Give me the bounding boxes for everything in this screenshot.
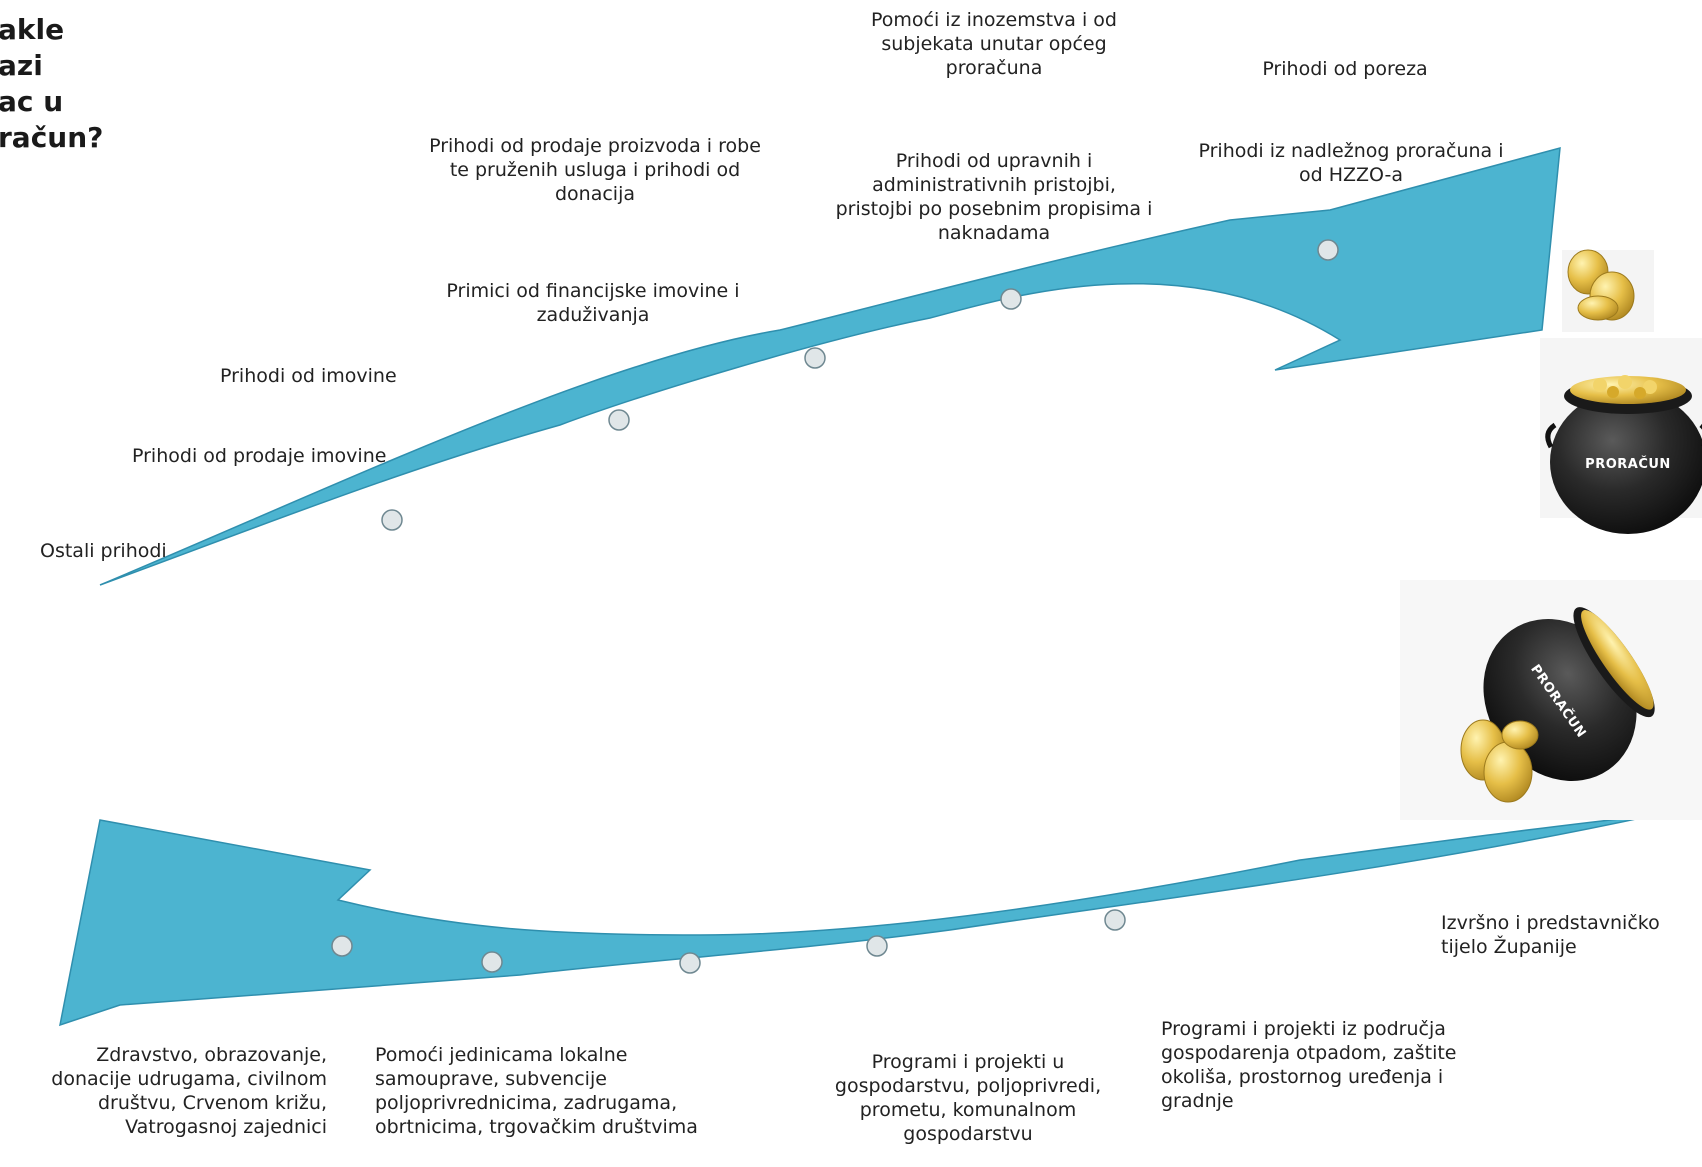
coins-icon [1562, 249, 1654, 332]
income-arrow [99, 146, 1561, 586]
income-node [804, 347, 826, 369]
label-pomoci: Pomoći iz inozemstva i od subjekata unut… [871, 9, 1117, 79]
pot-label: PRORAČUN [1585, 456, 1671, 472]
label-nadlezni: Prihodi iz nadležnog proračuna i od HZZO… [1198, 140, 1504, 186]
expense-node [1104, 909, 1126, 931]
expense-node [331, 935, 353, 957]
label-financijska: Primici od financijske imovine i zaduživ… [446, 280, 740, 326]
label-otpad: Programi i projekti iz područja gospodar… [1161, 1018, 1457, 1112]
income-node [1317, 239, 1339, 261]
expense-arrow [59, 814, 1656, 1027]
expense-node [679, 952, 701, 974]
page-title: akle azi ac u račun? [0, 13, 104, 154]
label-upravne: Prihodi od upravnih i administrativnih p… [835, 150, 1153, 244]
income-node [1000, 288, 1022, 310]
label-izvrsno: Izvršno i predstavničko tijelo Županije [1441, 912, 1660, 958]
label-pomoci-jls: Pomoći jedinicama lokalne samouprave, su… [375, 1044, 698, 1138]
expense-node [481, 951, 503, 973]
label-gospodarstvo: Programi i projekti u gospodarstvu, polj… [834, 1051, 1102, 1145]
label-prodaja-proizvoda: Prihodi od prodaje proizvoda i robe te p… [429, 135, 761, 205]
income-node [381, 509, 403, 531]
label-prodaja-imovine: Prihodi od prodaje imovine [132, 445, 387, 467]
expense-node [866, 935, 888, 957]
label-porezi: Prihodi od poreza [1262, 58, 1428, 80]
label-ostali: Ostali prihodi [40, 540, 167, 562]
tipped-pot-icon: PRORAČUN [1400, 580, 1702, 820]
income-node [608, 409, 630, 431]
label-imovina: Prihodi od imovine [220, 365, 397, 387]
pot-icon: PRORAČUN [1540, 338, 1702, 534]
label-zdravstvo: Zdravstvo, obrazovanje, donacije udrugam… [51, 1044, 327, 1138]
